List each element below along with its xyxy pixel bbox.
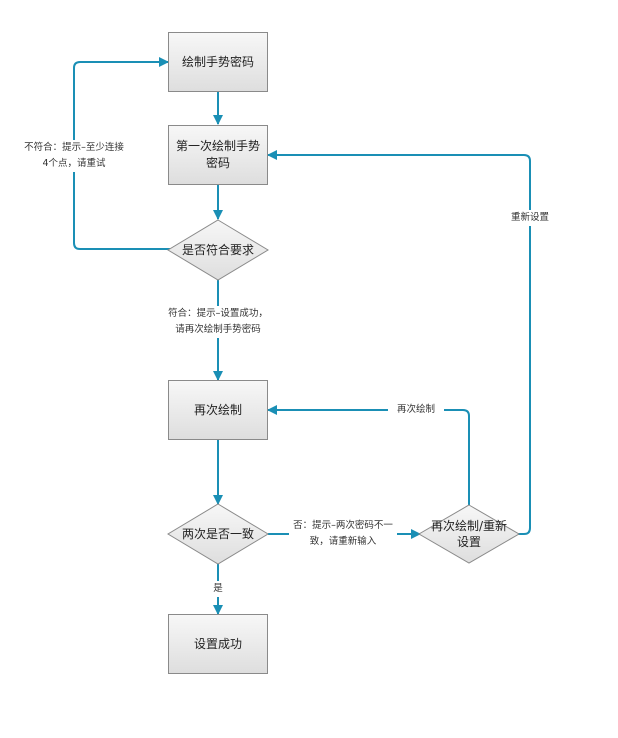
decision-consistent-shape (167, 503, 269, 565)
node-draw-again-label: 再次绘制 (193, 402, 242, 417)
decision-meets-requirement-shape (167, 219, 269, 281)
decision-redraw-reset: 再次绘制/重新设置 (419, 505, 519, 563)
edge-reset-loop (267, 150, 531, 535)
edge-label-not-meet: 不符合：提示–至少连接4个点，请重试 (22, 140, 126, 172)
edge-label-yes: 是 (208, 581, 228, 597)
decision-meets-requirement: 是否符合要求 (168, 220, 268, 280)
node-success-label: 设置成功 (193, 636, 242, 651)
node-draw-again: 再次绘制 (168, 380, 268, 440)
decision-redraw-reset-shape (418, 504, 520, 564)
edge-redraw-loop (267, 405, 470, 505)
node-first-draw-label: 第一次绘制手势密码 (175, 139, 260, 170)
decision-consistent-label: 两次是否一致 (181, 527, 254, 541)
decision-meets-requirement-label: 是否符合要求 (181, 243, 254, 257)
edge-label-meet: 符合：提示–设置成功，请再次绘制手势密码 (166, 306, 270, 338)
node-draw-gesture: 绘制手势密码 (168, 32, 268, 92)
decision-consistent: 两次是否一致 (168, 504, 268, 564)
edge-label-redraw: 再次绘制 (388, 402, 444, 418)
edge-label-reset: 重新设置 (502, 210, 558, 226)
decision-redraw-reset-label: 再次绘制/重新设置 (430, 519, 508, 549)
node-draw-gesture-label: 绘制手势密码 (181, 54, 254, 69)
node-success: 设置成功 (168, 614, 268, 674)
edge-label-mismatch: 否：提示–两次密码不一致，请重新输入 (289, 518, 397, 550)
node-first-draw: 第一次绘制手势密码 (168, 125, 268, 185)
